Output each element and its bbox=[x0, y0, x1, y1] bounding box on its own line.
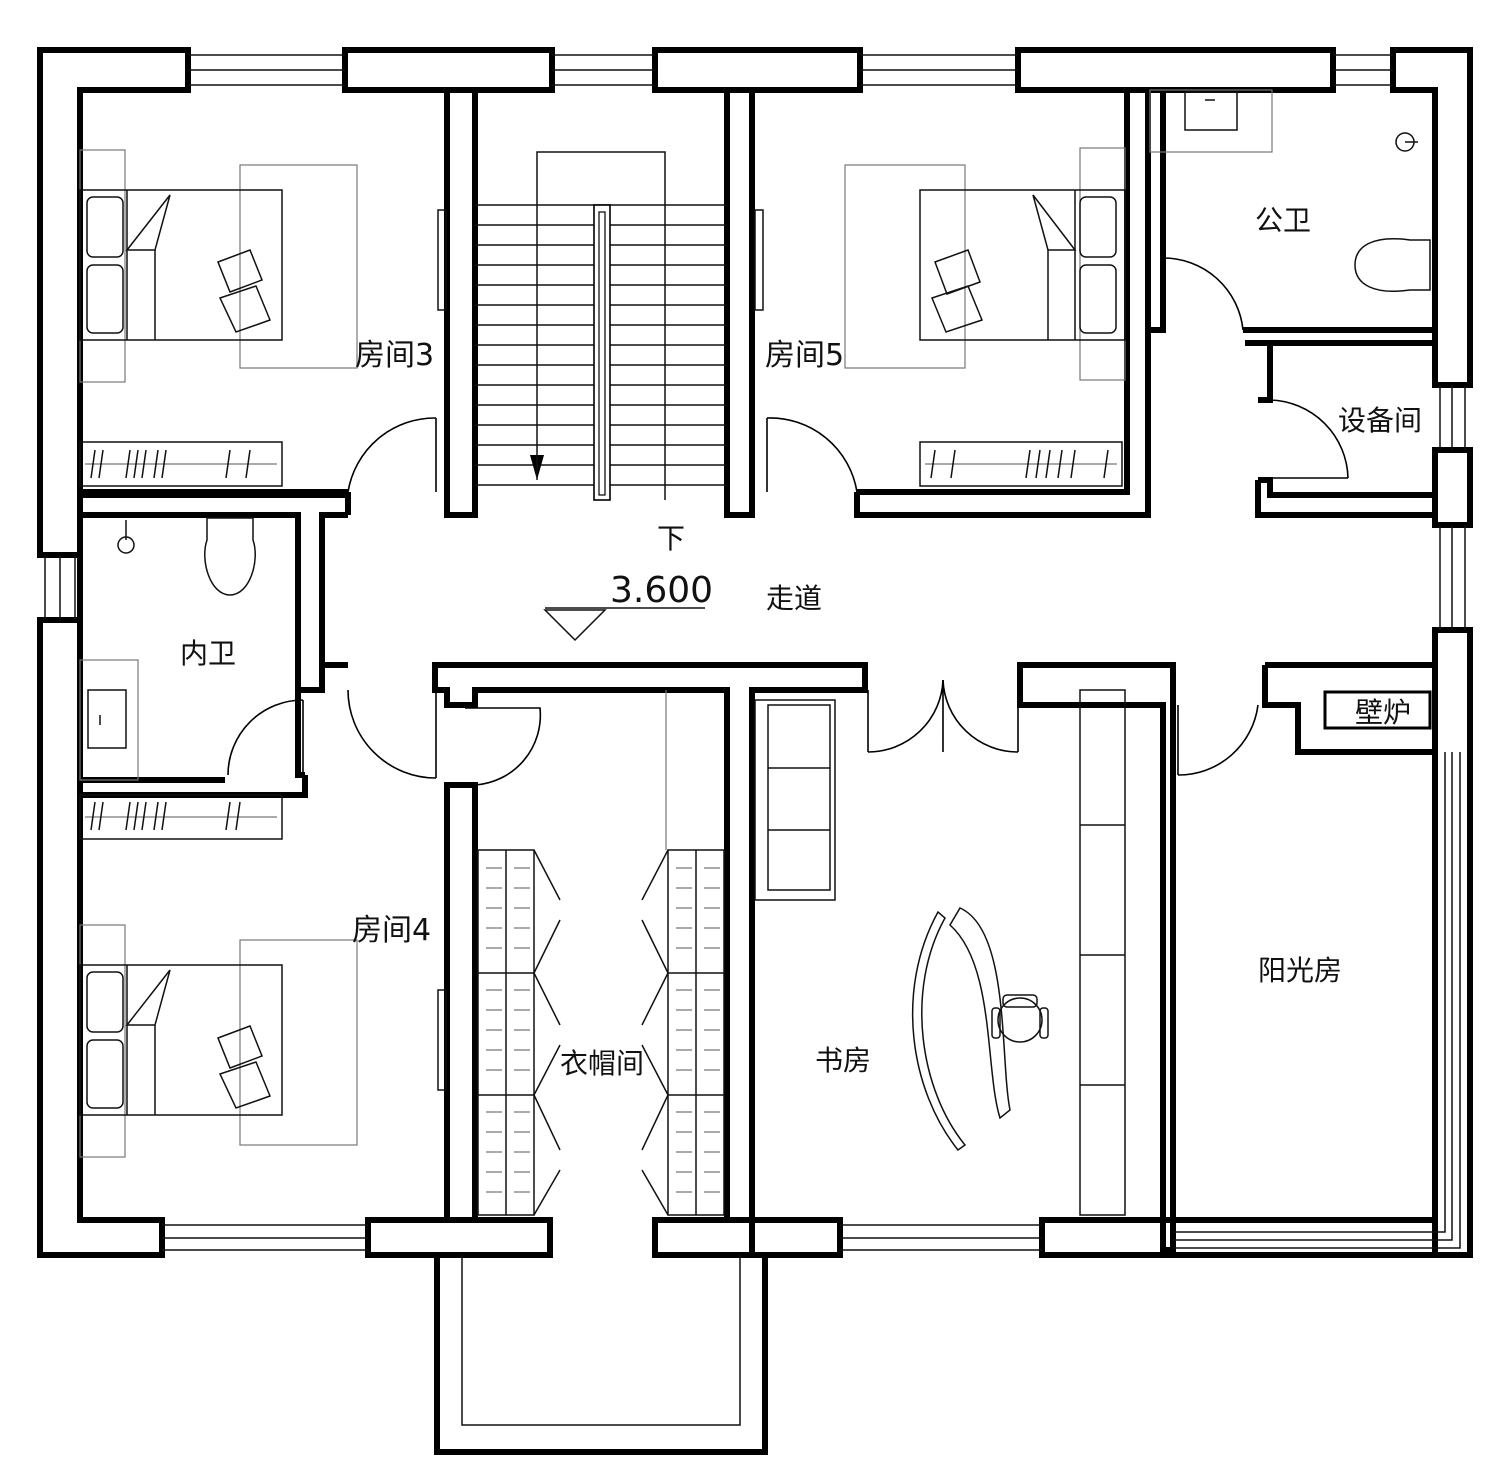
label-sunroom: 阳光房 bbox=[1258, 954, 1342, 987]
windows bbox=[44, 54, 1466, 1251]
label-stairs-direction: 下 bbox=[657, 522, 685, 555]
doors bbox=[227, 257, 1349, 786]
fireplace-box bbox=[1323, 690, 1432, 730]
label-elevation: 3.600 bbox=[610, 570, 713, 611]
public-bath-fixtures bbox=[1149, 89, 1431, 292]
wardrobe-room4 bbox=[79, 794, 283, 840]
label-wardrobe-room: 衣帽间 bbox=[560, 1047, 644, 1080]
bed-room3 bbox=[79, 149, 358, 383]
label-corridor: 走道 bbox=[766, 582, 822, 615]
bed-room5 bbox=[844, 147, 1126, 381]
sunroom-frame bbox=[1173, 752, 1461, 1249]
label-room5: 房间5 bbox=[765, 338, 844, 373]
label-en-suite-bath: 内卫 bbox=[180, 637, 236, 670]
label-room3: 房间3 bbox=[355, 338, 434, 373]
en-suite-bath-fixtures bbox=[79, 517, 256, 781]
study-furniture bbox=[754, 689, 1126, 1216]
label-public-bath: 公卫 bbox=[1255, 204, 1311, 237]
door-frame-room3 bbox=[437, 209, 447, 311]
elevation-marker bbox=[543, 607, 705, 642]
door-frame-room4 bbox=[437, 989, 447, 1091]
interior-walls bbox=[77, 87, 1438, 1255]
bed-room4 bbox=[79, 924, 358, 1158]
wardrobe-room5 bbox=[919, 441, 1123, 487]
staircase bbox=[475, 151, 727, 501]
label-study: 书房 bbox=[815, 1044, 871, 1077]
label-fireplace: 壁炉 bbox=[1355, 696, 1411, 729]
wardrobe-room3 bbox=[79, 441, 283, 487]
wardrobe-shelves bbox=[477, 690, 725, 1216]
door-frame-room5 bbox=[754, 209, 764, 311]
label-room4: 房间4 bbox=[352, 913, 431, 948]
label-equipment-room: 设备间 bbox=[1338, 404, 1422, 437]
balcony bbox=[434, 1255, 768, 1455]
